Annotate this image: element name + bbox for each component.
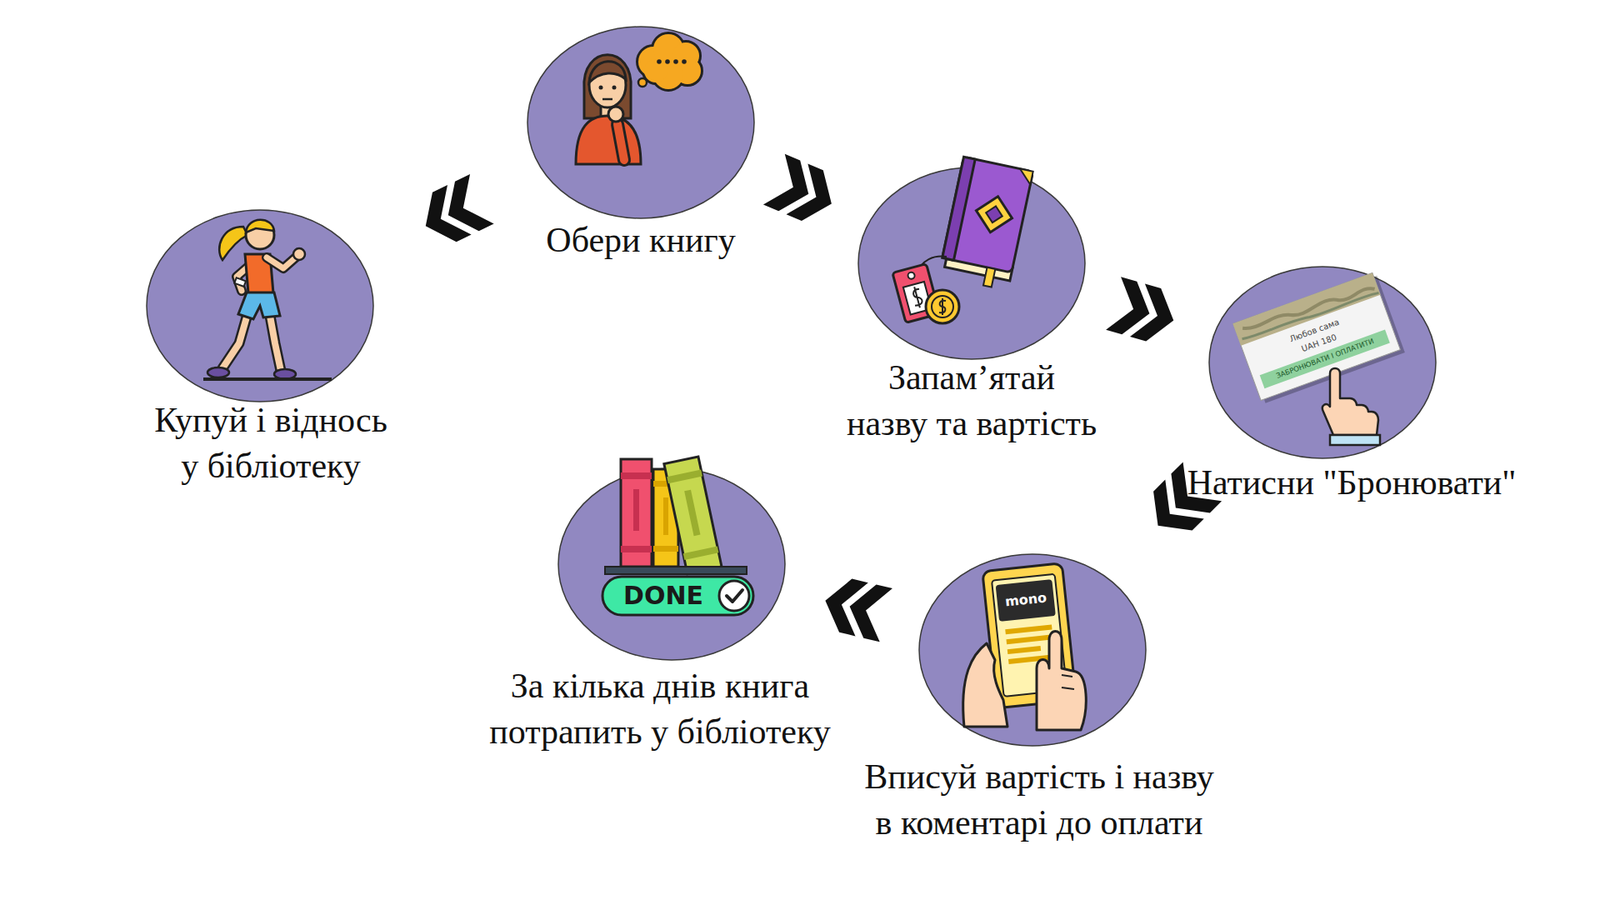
books-done-icon-part-part	[684, 490, 700, 536]
thinking-girl-icon-part-part	[644, 59, 668, 83]
books-done-icon-part	[663, 497, 669, 535]
thinking-girl-icon-part	[602, 98, 613, 101]
book-price-icon-part-part	[1017, 169, 1034, 185]
chevron-head	[819, 574, 869, 637]
walking-girl-icon-part	[207, 367, 230, 378]
book-price-icon-part-part	[972, 192, 1016, 236]
pointing-hand-icon-part	[1330, 435, 1380, 445]
step-caption: Купуй і віднось у бібліотеку	[104, 397, 438, 490]
step-circle-outline	[858, 167, 1085, 360]
thinking-girl-icon-part-part	[665, 59, 670, 65]
books-done-icon-part	[620, 545, 652, 553]
step-circle-outline	[558, 468, 785, 660]
step-circle-outline	[527, 26, 755, 219]
thinking-girl-icon-part	[608, 106, 624, 122]
books-done-icon-part	[653, 545, 679, 552]
thinking-girl-icon-part-part	[681, 59, 687, 65]
thinking-girl-icon-part	[589, 61, 626, 83]
flow-arrow	[1105, 276, 1181, 347]
books-done-icon-part-part	[666, 470, 703, 485]
thinking-girl-icon-part	[638, 78, 647, 87]
step-circle-outline	[1209, 266, 1436, 459]
phone-payment-icon-part-part	[1005, 624, 1052, 635]
chevron-head	[1130, 283, 1181, 347]
books-done-icon-part	[633, 489, 640, 531]
step-caption: Запам’ятай назву та вартість	[796, 355, 1147, 447]
books-done-icon-part	[719, 580, 750, 611]
thinking-girl-icon-part	[612, 85, 617, 90]
books-done-icon-part	[726, 590, 743, 602]
thinking-girl-icon-part	[617, 124, 625, 160]
chevron-head	[413, 185, 471, 251]
step-circle-outline	[919, 554, 1146, 746]
books-done-icon-part-part	[683, 546, 720, 561]
step-caption: Вписуй вартість і назву в коментарі до о…	[847, 754, 1231, 846]
step-caption: За кілька днів книга потрапить у бібліот…	[476, 663, 844, 755]
book-price-icon-part-part	[984, 204, 1005, 225]
thinking-girl-icon-part-part	[644, 59, 668, 83]
book-price-icon-part	[931, 295, 954, 318]
done-badge-text: DONE	[623, 583, 704, 609]
thinking-girl-icon-part	[599, 85, 604, 90]
phone-payment-icon-part	[1061, 675, 1075, 690]
walking-girl-icon-part	[293, 248, 305, 260]
thinking-girl-icon-part	[656, 59, 687, 65]
book-price-icon-part	[925, 290, 960, 324]
phone-payment-icon-part-part	[1007, 645, 1041, 655]
phone-payment-icon-part-part	[995, 579, 1056, 622]
flow-arrow	[819, 574, 893, 643]
chevron-head	[786, 163, 843, 229]
books-done-icon-part	[602, 576, 754, 615]
books-done-icon-part	[620, 472, 652, 480]
step-caption: Обери книгу	[449, 217, 833, 264]
phone-payment-icon-part-part	[1005, 634, 1053, 645]
step-circle-outline	[146, 210, 374, 402]
books-done-icon-part	[620, 459, 652, 567]
flow-arrow	[763, 154, 843, 230]
thinking-girl-icon-part-part	[656, 59, 662, 65]
books-done-icon-part	[605, 566, 747, 575]
thinking-girl-icon-part	[617, 124, 625, 160]
flow-arrow	[413, 174, 494, 251]
book-price-icon-part-part	[907, 271, 916, 280]
book-price-icon-part-part	[910, 285, 924, 310]
thinking-girl-icon-part-part	[673, 59, 679, 65]
book-price-icon-part	[939, 298, 946, 315]
walking-girl-icon-part	[203, 377, 332, 381]
step-caption: Натисни "Бронювати"	[1176, 460, 1527, 506]
